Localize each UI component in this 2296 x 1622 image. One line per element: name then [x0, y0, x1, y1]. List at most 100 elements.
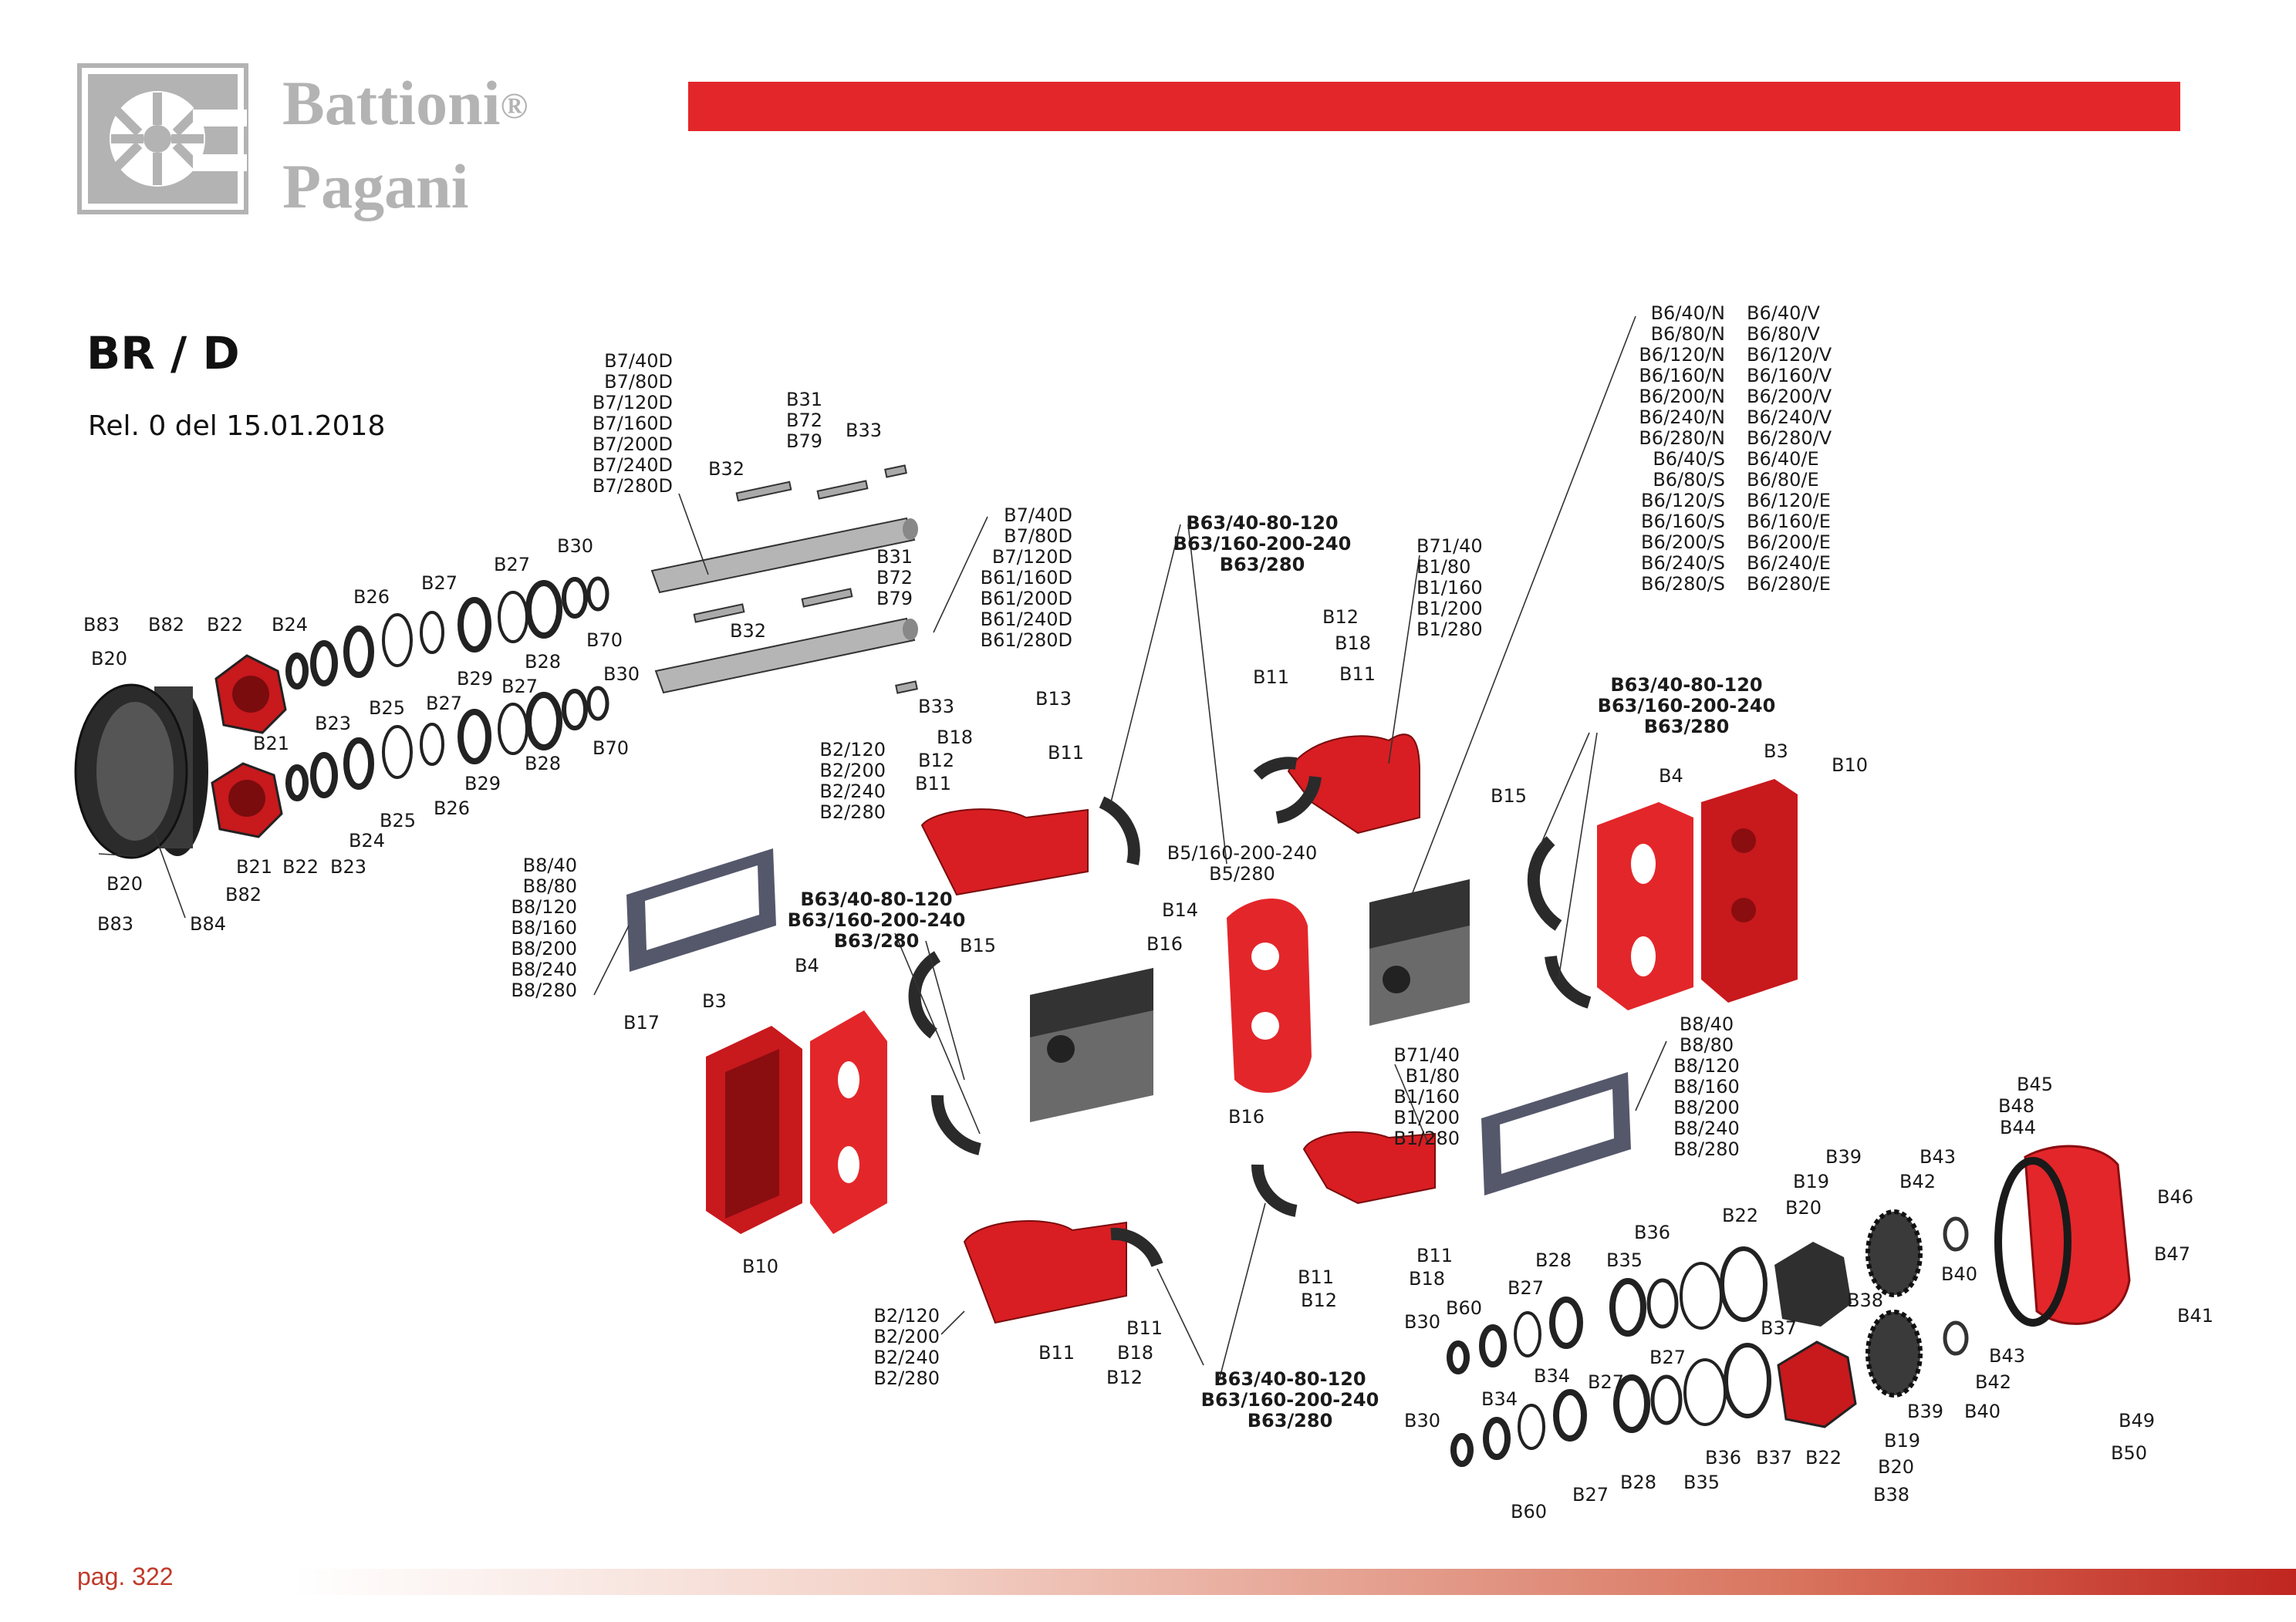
footer-gradient-bar	[293, 1569, 2296, 1595]
label-line: B2/200	[873, 1326, 940, 1347]
label-line: B2/240	[819, 781, 886, 802]
label-b84: B84	[190, 913, 226, 935]
label-b27: B27	[501, 676, 538, 697]
rotor-right	[1369, 879, 1470, 1026]
keys-b32	[693, 464, 918, 694]
label-b23: B23	[330, 856, 366, 878]
label-b33: B33	[918, 696, 954, 717]
part-labels: B83 B20 B82 B22 B24 B21 B23 B26 B25 B27 …	[83, 420, 2213, 1523]
label-b11: B11	[915, 773, 951, 794]
label-b32: B32	[708, 458, 745, 480]
label-b70: B70	[593, 737, 629, 759]
label-line: B6/280/E	[1747, 573, 1831, 595]
label-line: B7/160D	[593, 413, 673, 434]
label-line: B7/120D	[992, 546, 1072, 568]
label-line: B63/40-80-120	[1610, 674, 1762, 696]
label-line: B6/160/V	[1747, 365, 1832, 386]
shell-b2-lower	[963, 1220, 1127, 1324]
label-line: B2/120	[819, 739, 886, 760]
gasket-b8-left	[626, 848, 776, 972]
gasket-b8-right	[1481, 1072, 1631, 1195]
label-b18: B18	[1117, 1342, 1153, 1364]
label-b4: B4	[795, 955, 819, 976]
label-b18: B18	[1335, 632, 1371, 654]
label-line: B63/160-200-240	[1598, 695, 1776, 717]
label-line: B1/280	[1393, 1128, 1460, 1149]
label-line: B2/280	[819, 801, 886, 823]
label-line: B79	[786, 430, 822, 452]
label-line: B5/280	[1209, 863, 1275, 885]
shaft-b7-lower	[654, 617, 918, 694]
label-b20: B20	[106, 873, 143, 895]
label-b28: B28	[1620, 1472, 1656, 1493]
label-b47: B47	[2154, 1243, 2190, 1265]
label-b12: B12	[1322, 606, 1359, 628]
pump-body-b3-right	[1701, 779, 1798, 1003]
label-b45: B45	[2017, 1074, 2053, 1095]
label-line: B63/40-80-120	[800, 889, 952, 910]
label-line: B7/40D	[604, 350, 673, 372]
label-b11: B11	[1298, 1266, 1334, 1288]
label-line: B7/240D	[593, 454, 673, 476]
label-b19: B19	[1793, 1171, 1829, 1192]
label-line: B6/240/V	[1747, 406, 1832, 428]
label-b60: B60	[1446, 1297, 1482, 1319]
label-line: B6/200/V	[1747, 386, 1832, 407]
label-line: B5/160-200-240	[1167, 842, 1318, 864]
label-line: B6/160/E	[1747, 511, 1831, 532]
label-line: B1/80	[1416, 556, 1470, 578]
label-line: B2/240	[873, 1347, 940, 1368]
label-line: B63/280	[1644, 716, 1730, 737]
label-line: B6/160/S	[1641, 511, 1725, 532]
label-line: B6/200/N	[1639, 386, 1725, 407]
label-b11: B11	[1126, 1317, 1163, 1339]
label-b15: B15	[1491, 785, 1527, 807]
label-line: B63/160-200-240	[788, 909, 966, 931]
label-b10: B10	[1832, 754, 1868, 776]
label-b44: B44	[2000, 1117, 2036, 1138]
label-b25: B25	[369, 697, 405, 719]
plate-b4-left	[810, 1010, 887, 1234]
label-b20: B20	[1878, 1456, 1914, 1478]
label-line: B6/80/S	[1653, 469, 1725, 491]
label-b19: B19	[1884, 1430, 1920, 1452]
label-line: B6/80/E	[1747, 469, 1819, 491]
label-line: B2/120	[873, 1305, 940, 1327]
label-b38: B38	[1847, 1290, 1883, 1311]
header-red-bar	[688, 82, 2180, 131]
shell-b71-lower	[1302, 1131, 1436, 1205]
gears-b39	[1866, 1209, 1969, 1398]
label-b27: B27	[426, 693, 462, 714]
brand-line2: Pagani	[282, 151, 469, 221]
page-number: pag. 322	[77, 1563, 174, 1590]
brand-name: Battioni® Pagani	[282, 62, 528, 228]
label-line: B31	[786, 389, 822, 410]
label-b30: B30	[603, 663, 640, 685]
label-line: B6/240/S	[1641, 552, 1725, 574]
label-b42: B42	[1975, 1371, 2011, 1393]
label-b17: B17	[623, 1012, 660, 1034]
label-line: B6/200/E	[1747, 531, 1831, 553]
label-b30: B30	[1404, 1311, 1440, 1333]
label-line: B1/160	[1416, 577, 1483, 599]
label-b35: B35	[1606, 1249, 1643, 1271]
label-line: B1/80	[1406, 1065, 1460, 1087]
seal-rings-upper-left	[285, 576, 609, 690]
label-line: B79	[876, 588, 913, 609]
seal-rings-upper-right	[1447, 1246, 1768, 1374]
label-line: B8/240	[511, 959, 577, 980]
label-b43: B43	[1920, 1146, 1956, 1168]
label-line: B7/200D	[593, 433, 673, 455]
label-line: B6/240/E	[1747, 552, 1831, 574]
label-b28: B28	[1535, 1249, 1572, 1271]
label-b33: B33	[846, 420, 882, 441]
